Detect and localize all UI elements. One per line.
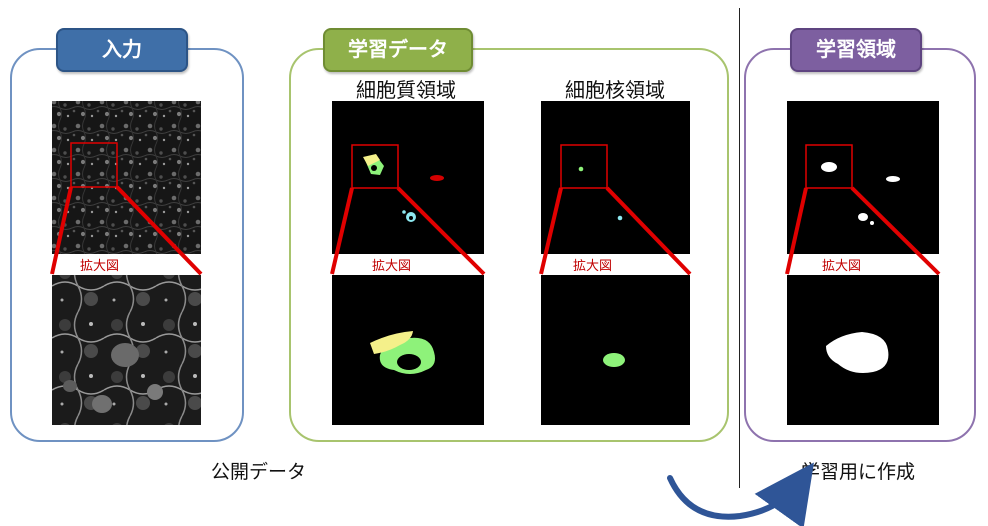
zoom-label-nucleus: 拡大図 <box>573 259 612 274</box>
zoom-band-input <box>48 255 206 275</box>
nucleus-hole <box>397 354 421 370</box>
zoom-label-cytoplasm: 拡大図 <box>372 259 411 274</box>
public-data-caption: 公開データ <box>211 461 307 483</box>
curved-arrow <box>667 462 814 526</box>
zoom-box-nucleus <box>560 144 608 189</box>
zoom-band-learning <box>783 255 943 275</box>
zoom-band-nucleus <box>537 255 694 275</box>
zoom-label-input: 拡大図 <box>80 259 119 274</box>
learning-region-tag: 学習領域 <box>790 28 922 72</box>
zoom-box-cytoplasm <box>351 144 399 189</box>
nucleus-region-header: 細胞核領域 <box>565 78 665 102</box>
cytoplasm-region-yellow <box>370 331 413 354</box>
learning-mask-top <box>787 101 939 254</box>
input-tag: 入力 <box>56 28 188 72</box>
zoom-label-learning: 拡大図 <box>822 259 861 274</box>
cytoplasm-region-header: 細胞質領域 <box>356 78 456 102</box>
zoom-box-learning <box>805 144 853 189</box>
learning-region-white <box>826 332 889 373</box>
created-for-learning-caption: 学習用に作成 <box>801 461 916 483</box>
nucleus-mask-top <box>541 101 690 254</box>
training-data-tag: 学習データ <box>323 28 473 72</box>
nucleus-region-green <box>603 353 625 367</box>
zoom-box-input <box>70 142 118 188</box>
cytoplasm-mask-top <box>332 101 484 254</box>
section-divider <box>739 8 740 488</box>
zoom-band-cytoplasm <box>330 255 486 275</box>
input-micrograph-top <box>52 101 201 254</box>
nucleus-mask-zoomed <box>541 274 690 425</box>
